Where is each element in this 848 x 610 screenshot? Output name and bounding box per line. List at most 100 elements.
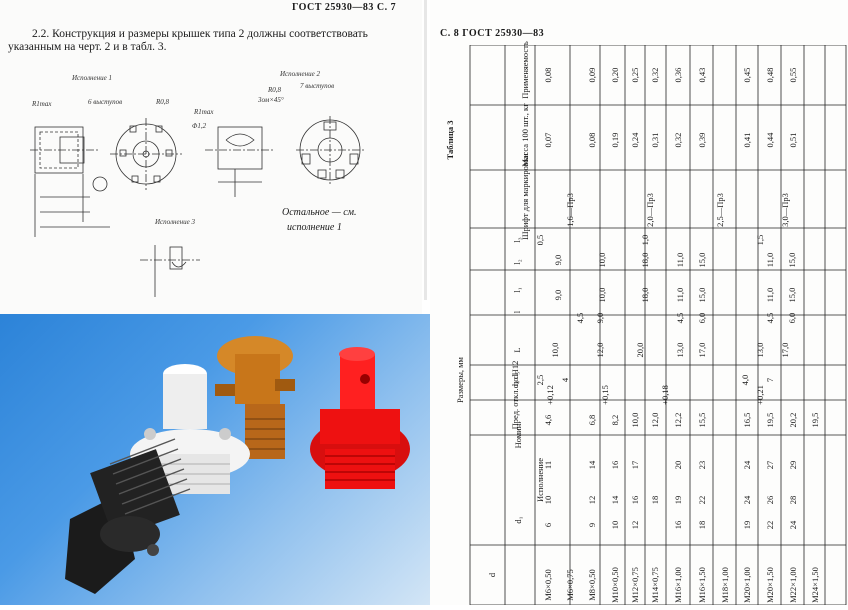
table-cell-m23: 0,20 bbox=[610, 67, 620, 83]
table-cell-l2: 9,0 bbox=[553, 254, 563, 266]
table-cell-d: М8×0,50 bbox=[587, 569, 597, 601]
table-cell-l: 9,0 bbox=[595, 312, 605, 324]
table-cell-m23: 0,45 bbox=[742, 67, 752, 83]
table-grid bbox=[469, 44, 847, 606]
table-cell-ex23: 27 bbox=[765, 460, 775, 470]
table-cell-ex23: 24 bbox=[742, 460, 752, 470]
technical-drawing: Исполнение 1 Исполнение 2 Исполнение 3 6… bbox=[30, 70, 364, 297]
hdr-mass: Масса 100 шт., кг bbox=[520, 103, 530, 167]
table-cell-l2: 11,0 bbox=[675, 252, 685, 268]
table-cell-tolerance: +0,21 bbox=[755, 385, 765, 405]
table-cell-m23: 0,32 bbox=[650, 67, 660, 83]
table-cell-l2: 10,0 bbox=[597, 252, 607, 268]
table-cell-font: 3,0—Пр3 bbox=[780, 193, 790, 227]
table-cell-d: М6×0,75 bbox=[565, 569, 575, 601]
caption-three-x45: 3ом×45° bbox=[257, 96, 284, 104]
table-cell-l2: 11,0 bbox=[765, 252, 775, 268]
hdr-d: d bbox=[487, 572, 497, 578]
table-cell-ex23: 11 bbox=[543, 460, 553, 470]
table-cell-nom: 10,0 bbox=[630, 412, 640, 428]
orange-cap-render bbox=[215, 336, 295, 459]
note-line1: Остальное — см. bbox=[282, 207, 357, 218]
table-cell-nom: 8,2 bbox=[610, 414, 620, 426]
table-cell-m1: 0,44 bbox=[765, 132, 775, 148]
table-cell-nom: 16,5 bbox=[742, 412, 752, 428]
variant2-front-view bbox=[296, 116, 364, 184]
table-cell-m1: 0,39 bbox=[697, 132, 707, 148]
table-cell-ex23: 17 bbox=[630, 460, 640, 470]
table-cell-tolerance: +0,15 bbox=[600, 385, 610, 405]
variant3-view bbox=[140, 245, 200, 297]
section-paragraph: 2.2. Конструкция и размеры крышек типа 2… bbox=[8, 28, 368, 53]
page-divider bbox=[424, 0, 427, 300]
table-cell-d: М22×1,00 bbox=[788, 567, 798, 603]
table-cell-d4d5: 7 bbox=[765, 377, 775, 383]
caption-variant2: Исполнение 2 bbox=[279, 70, 320, 78]
table-cell-nom: 6,8 bbox=[587, 414, 597, 426]
table-cell-m1: 0,41 bbox=[742, 132, 752, 148]
table-cell-m23: 0,55 bbox=[788, 67, 798, 83]
caption-variant1: Исполнение 1 bbox=[71, 74, 112, 82]
caption-r1max-b: R1max bbox=[193, 108, 214, 116]
table-cell-l3: 1,0 bbox=[640, 234, 650, 246]
caption-r1max: R1max bbox=[31, 100, 52, 108]
table-cell-L: 10,0 bbox=[550, 342, 560, 358]
hdr-applicability: Применяемость bbox=[520, 41, 530, 99]
table-cell-d4d5: 4,0 bbox=[740, 374, 750, 386]
caption-ra08-b: R0,8 bbox=[267, 86, 282, 94]
caption-seven-tabs: 7 выступов bbox=[300, 82, 334, 90]
table-cell-l2: 15,0 bbox=[697, 252, 707, 268]
right-page-header: С. 8 ГОСТ 25930—83 bbox=[440, 28, 545, 39]
table-cell-ex23: 23 bbox=[697, 460, 707, 470]
table-cell-font: 2,5—Пр3 bbox=[715, 193, 725, 227]
black-cap-render bbox=[65, 438, 191, 594]
note-line2: исполнение 1 bbox=[287, 222, 342, 233]
cad-render-panel bbox=[0, 314, 448, 605]
table-cell-l: 4,5 bbox=[675, 312, 685, 324]
table-cell-d: М14×0,75 bbox=[650, 567, 660, 603]
cad-render-image bbox=[65, 336, 410, 594]
table-cell-d: М12×0,75 bbox=[630, 567, 640, 603]
table-cell-m23: 0,48 bbox=[765, 67, 775, 83]
variant1-front-view bbox=[92, 118, 182, 192]
table-cell-l: 6,0 bbox=[697, 312, 707, 324]
table-cell-l: 4,5 bbox=[575, 312, 585, 324]
table-cell-m23: 0,36 bbox=[673, 67, 683, 83]
table-cell-font: 1,6—Пр3 bbox=[565, 193, 575, 227]
table-units: Размеры, мм bbox=[455, 357, 465, 403]
table-cell-m23: 0,25 bbox=[630, 67, 640, 83]
table-cell-l: 4,5 bbox=[765, 312, 775, 324]
table-cell-nom: 19,5 bbox=[810, 412, 820, 428]
table-cell-m1: 0,51 bbox=[788, 132, 798, 148]
table-cell-l2: 15,0 bbox=[787, 252, 797, 268]
table-cell-ex23: 20 bbox=[673, 460, 683, 470]
hdr-d4d5: d₄ d₅ bbox=[510, 371, 520, 389]
table-cell-nom: 20,2 bbox=[788, 412, 798, 428]
caption-ra08: R0,8 bbox=[155, 98, 170, 106]
table-cell-m23: 0,09 bbox=[587, 67, 597, 83]
table-cell-tolerance: +0,18 bbox=[660, 385, 670, 405]
left-page: ГОСТ 25930—83 С. 7 2.2. Конструкция и ра… bbox=[0, 0, 448, 605]
table-cell-L: 13,0 bbox=[755, 342, 765, 358]
table-cell-l1: 18,0 bbox=[640, 287, 650, 303]
table-cell-d: М16×1,50 bbox=[697, 567, 707, 603]
table-cell-m1: 0,07 bbox=[543, 132, 553, 148]
hdr-font: Шрифт для маркировки bbox=[520, 153, 530, 240]
caption-phi12: Φ1,2 bbox=[192, 122, 207, 130]
table-cell-m1: 0,32 bbox=[673, 132, 683, 148]
table-cell-d: М16×1,00 bbox=[673, 567, 683, 603]
table-cell-m1: 0,19 bbox=[610, 132, 620, 148]
table-cell-m1: 0,08 bbox=[587, 132, 597, 148]
left-page-header: ГОСТ 25930—83 С. 7 bbox=[292, 2, 397, 13]
table-cell-l: 6,0 bbox=[787, 312, 797, 324]
hdr-d1: d₁ bbox=[513, 516, 523, 524]
table-cell-d: М10×0,50 bbox=[610, 567, 620, 603]
table-cell-ex23: 16 bbox=[610, 460, 620, 470]
table-cell-d4d5: 2,5 bbox=[535, 374, 545, 386]
table-cell-l1: 9,0 bbox=[553, 289, 563, 301]
table-cell-l3: 1,5 bbox=[755, 234, 765, 246]
table-cell-m1: 0,31 bbox=[650, 132, 660, 148]
table-cell-nom: 12,2 bbox=[673, 412, 683, 428]
table-cell-m23: 0,08 bbox=[543, 67, 553, 83]
hdr-l: l bbox=[512, 310, 522, 314]
